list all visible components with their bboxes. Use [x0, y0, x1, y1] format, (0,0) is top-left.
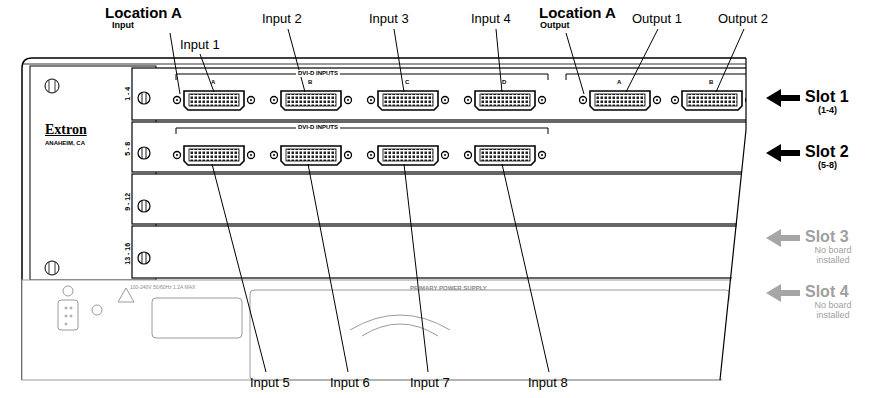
callout-label: Input 3: [369, 12, 409, 26]
slot-note: No board installed: [805, 246, 861, 266]
slot-name: Slot 2: [805, 143, 849, 161]
panel-marking: DVI-D INPUTS: [296, 70, 340, 77]
power-rating: 100-240V 50/60Hz 1.2A MAX: [130, 285, 195, 291]
slot-range: (1-4): [818, 106, 837, 116]
slot-range: 1 - 4: [124, 87, 132, 101]
callout-label: Input 1: [180, 38, 220, 52]
callout-sub-label: Input: [112, 21, 134, 31]
slot-range: 13 - 16: [124, 243, 132, 265]
connector-letter: D: [502, 79, 506, 86]
brand-logo: Extron: [45, 122, 87, 137]
connector-letter: B: [709, 79, 713, 86]
connector-letter: A: [617, 79, 621, 86]
callout-label: Input 2: [262, 12, 302, 26]
panel-marking: PRIMARY POWER SUPPLY: [410, 285, 487, 292]
slot-range: (5-8): [818, 161, 837, 171]
callout-label: Input 7: [410, 376, 450, 390]
connector-letter: C: [405, 79, 409, 86]
slot-range: 5 - 8: [124, 142, 132, 156]
slot-name: Slot 1: [805, 88, 849, 106]
callout-label: Location A: [539, 5, 616, 22]
callout-label: Location A: [105, 5, 182, 22]
slot-name: Slot 3: [805, 228, 849, 246]
slot-note: No board installed: [805, 301, 861, 321]
callout-label: Input 5: [250, 376, 290, 390]
callout-label: Output 2: [718, 12, 768, 26]
callout-label: Output 1: [632, 12, 682, 26]
connector-letter: A: [211, 79, 215, 86]
callout-sub-label: Output: [540, 21, 570, 31]
callout-label: Input 4: [471, 12, 511, 26]
brand-location: ANAHEIM, CA: [45, 140, 85, 147]
callout-label: Input 6: [330, 376, 370, 390]
connector-letter: B: [308, 79, 312, 86]
callout-label: Input 8: [528, 376, 568, 390]
slot-name: Slot 4: [805, 283, 849, 301]
slot-range: 9 - 12: [124, 193, 132, 211]
panel-marking: DVI-D INPUTS: [296, 124, 340, 131]
